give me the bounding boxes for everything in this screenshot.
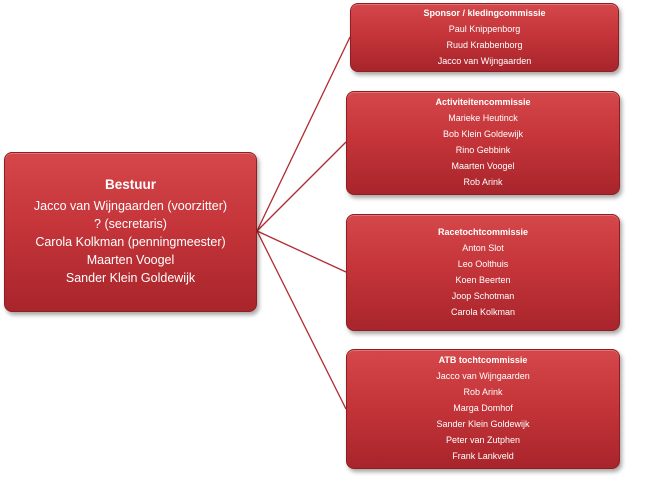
bestuur-member: Maarten Voogel bbox=[86, 253, 175, 267]
committee-member: Maarten Voogel bbox=[451, 161, 515, 171]
committee-member: Anton Slot bbox=[462, 242, 504, 253]
bestuur-member: Sander Klein Goldewijk bbox=[65, 271, 196, 285]
committee-title: ATB tochtcommissie bbox=[438, 355, 528, 365]
connector-line-sponsor bbox=[256, 36, 351, 232]
committee-member: Marieke Heutinck bbox=[448, 113, 518, 123]
committee-title: Racetochtcommissie bbox=[437, 226, 529, 237]
bestuur-title: Bestuur bbox=[104, 177, 156, 192]
committee-member: Frank Lankveld bbox=[452, 451, 514, 461]
committee-member: Koen Beerten bbox=[455, 274, 511, 285]
bestuur-node: Bestuur Jacco van Wijngaarden (voorzitte… bbox=[4, 152, 257, 312]
committee-member: Carola Kolkman bbox=[450, 306, 516, 317]
committee-title: Activiteitencommissie bbox=[435, 97, 531, 107]
activiteitencommissie-node: Activiteitencommissie Marieke Heutinck B… bbox=[346, 91, 620, 195]
committee-member: Jacco van Wijngaarden bbox=[437, 55, 532, 66]
racetochtcommissie-node: Racetochtcommissie Anton Slot Leo Oolthu… bbox=[346, 214, 620, 331]
committee-member: Rino Gebbink bbox=[455, 145, 511, 155]
committee-member: Ruud Krabbenborg bbox=[446, 39, 523, 50]
committee-member: Paul Knippenborg bbox=[448, 23, 521, 34]
bestuur-member: ? (secretaris) bbox=[94, 217, 167, 231]
committee-member: Joop Schotman bbox=[451, 290, 515, 301]
committee-title: Sponsor / kledingcommissie bbox=[423, 7, 546, 18]
committee-member: Bob Klein Goldewijk bbox=[442, 129, 524, 139]
atb-tochtcommissie-node: ATB tochtcommissie Jacco van Wijngaarden… bbox=[346, 349, 620, 469]
committee-member: Rob Arink bbox=[463, 387, 503, 397]
committee-member: Marga Domhof bbox=[453, 403, 513, 413]
connector-line-activiteiten bbox=[256, 141, 347, 232]
committee-member: Jacco van Wijngaarden bbox=[436, 371, 530, 381]
connector-line-racetocht bbox=[256, 230, 347, 273]
committee-member: Peter van Zutphen bbox=[445, 435, 521, 445]
bestuur-member: Carola Kolkman (penningmeester) bbox=[35, 235, 226, 249]
committee-member: Leo Oolthuis bbox=[457, 258, 509, 269]
connector-line-atb bbox=[256, 230, 347, 410]
committee-member: Rob Arink bbox=[463, 177, 503, 187]
committee-member: Sander Klein Goldewijk bbox=[436, 419, 530, 429]
bestuur-member: Jacco van Wijngaarden (voorzitter) bbox=[33, 199, 228, 213]
sponsor-kledingcommissie-node: Sponsor / kledingcommissie Paul Knippenb… bbox=[350, 3, 619, 72]
